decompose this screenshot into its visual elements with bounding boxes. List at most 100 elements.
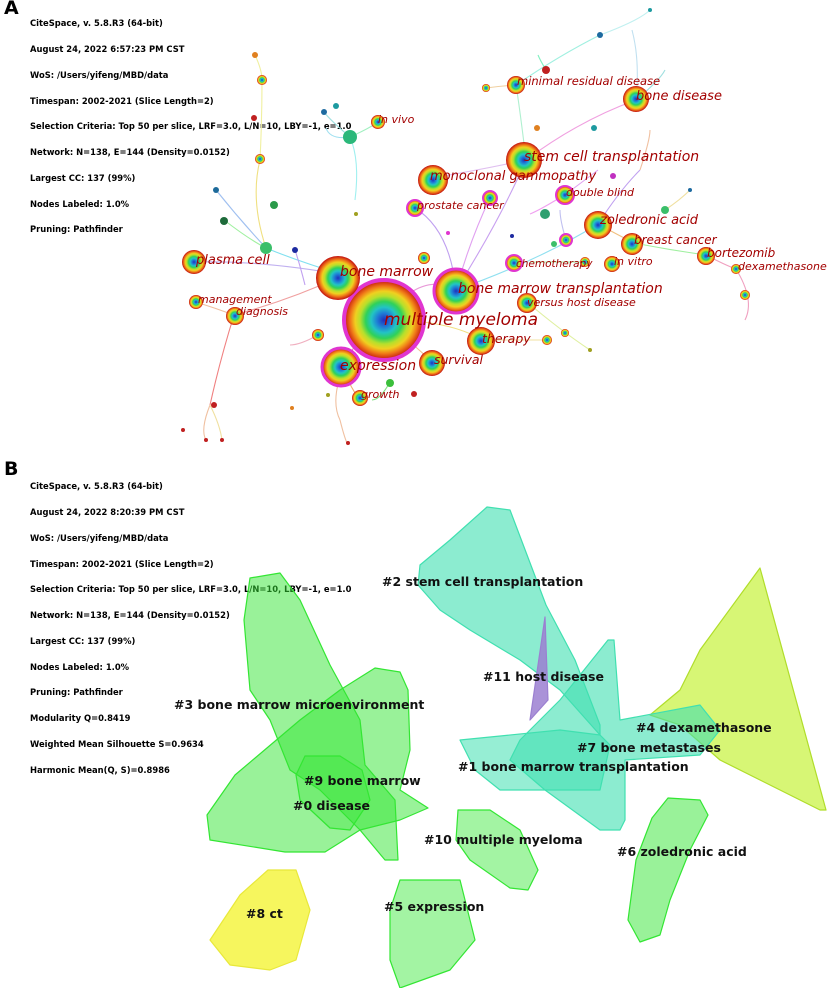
- node-small: [255, 154, 265, 164]
- node-versus-host-disease: [517, 293, 537, 313]
- node-small: [204, 438, 208, 442]
- node-small: [510, 234, 514, 238]
- node-small: [260, 242, 272, 254]
- node-therapy: [467, 327, 495, 355]
- label-survival: survival: [434, 352, 484, 367]
- node-small: [591, 125, 597, 131]
- info-line: August 24, 2022 8:20:39 PM CST: [30, 506, 185, 517]
- hull-cluster-9: [295, 755, 371, 831]
- node-labels: multiple myeloma bone marrow transplanta…: [195, 74, 827, 401]
- info-line: Network: N=138, E=144 (Density=0.0152): [30, 147, 230, 158]
- node-minimal-residual-disease: [507, 76, 525, 94]
- node-bortezomib: [697, 247, 715, 265]
- label-cluster-8: #8 ct: [246, 906, 283, 921]
- panel-b-letter: B: [4, 458, 19, 480]
- node-small: [482, 190, 498, 206]
- node-stem-cell-transplantation: [506, 142, 542, 178]
- node-plasma-cell: [182, 250, 206, 274]
- info-line: Timespan: 2002-2021 (Slice Length=2): [30, 558, 214, 569]
- node-expression: [320, 346, 362, 388]
- node-small: [580, 257, 590, 267]
- label-minimal-residual-disease: minimal residual disease: [517, 74, 660, 88]
- label-growth: growth: [361, 388, 400, 401]
- node-small: [270, 201, 278, 209]
- hull-cluster-1: [459, 729, 611, 791]
- label-diagnosis: diagnosis: [236, 305, 288, 318]
- label-cluster-3: #3 bone marrow microenvironment: [174, 697, 424, 712]
- node-small: [540, 209, 550, 219]
- hull-cluster-8: [209, 869, 311, 971]
- info-line: Nodes Labeled: 1.0%: [30, 661, 130, 672]
- label-cluster-6: #6 zoledronic acid: [617, 844, 747, 859]
- info-line: Nodes Labeled: 1.0%: [30, 198, 130, 209]
- node-small: [661, 206, 669, 214]
- panel-b-info: CiteSpace, v. 5.8.R3 (64-bit) August 24,…: [30, 465, 351, 792]
- node-monoclonal-gammopathy: [418, 165, 448, 195]
- node-small: [559, 233, 573, 247]
- label-dexamethasone: dexamethasone: [738, 260, 827, 273]
- label-cluster-0: #0 disease: [293, 798, 370, 813]
- node-chemotherapy: [505, 254, 523, 272]
- label-chemotherapy: chemotherapy: [516, 258, 593, 270]
- info-line: Largest CC: 137 (99%): [30, 635, 136, 646]
- label-therapy: therapy: [482, 331, 531, 346]
- node-double-blind: [555, 185, 575, 205]
- label-expression: expression: [340, 358, 416, 374]
- node-small: [542, 66, 550, 74]
- node-multiple-myeloma: [342, 278, 426, 362]
- info-line: Modularity Q=0.8419: [30, 713, 131, 724]
- node-small: [312, 329, 324, 341]
- node-zoledronic-acid: [584, 211, 612, 239]
- label-bone-disease: bone disease: [636, 89, 722, 104]
- node-small: [181, 428, 185, 432]
- label-stem-cell-transplantation: stem cell transplantation: [524, 149, 699, 165]
- node-bone-marrow-transplantation: [432, 267, 480, 315]
- node-bone-disease: [623, 86, 649, 112]
- info-line: WoS: /Users/yifeng/MBD/data: [30, 69, 169, 80]
- cluster-map: #2 stem cell transplantation #11 host di…: [174, 506, 827, 988]
- node-small: [251, 115, 257, 121]
- node-small: [252, 52, 258, 58]
- hull-cluster-6: [627, 797, 709, 943]
- node-small: [482, 84, 490, 92]
- label-breast-cancer: breast cancer: [634, 233, 718, 247]
- node-breast-cancer: [621, 233, 643, 255]
- label-cluster-4: #4 dexamethasone: [636, 720, 772, 735]
- node-small: [292, 247, 298, 253]
- info-line: CiteSpace, v. 5.8.R3 (64-bit): [30, 481, 163, 492]
- node-small: [740, 290, 750, 300]
- node-small: [211, 402, 217, 408]
- node-small: [534, 125, 540, 131]
- label-in-vivo: in vivo: [378, 113, 415, 126]
- node-small: [213, 187, 219, 193]
- info-line: Harmonic Mean(Q, S)=0.8986: [30, 764, 170, 775]
- node-small: [220, 438, 224, 442]
- hull-cluster-0: [206, 667, 429, 853]
- hull-cluster-11: [529, 616, 549, 721]
- node-small: [542, 335, 552, 345]
- hull-cluster-10: [455, 809, 539, 891]
- node-small: [411, 391, 417, 397]
- info-line: Weighted Mean Silhouette S=0.9634: [30, 739, 204, 749]
- node-small: [551, 241, 557, 247]
- label-prostate-cancer: prostate cancer: [416, 199, 505, 212]
- node-survival: [419, 350, 445, 376]
- node-small: [386, 379, 394, 387]
- node-in-vivo: [371, 115, 385, 129]
- node-small: [610, 173, 616, 179]
- info-line: August 24, 2022 6:57:23 PM CST: [30, 43, 185, 54]
- node-growth: [352, 390, 368, 406]
- node-dexamethasone: [731, 264, 741, 274]
- node-small: [597, 32, 603, 38]
- label-bone-marrow: bone marrow: [340, 264, 434, 280]
- node-small: [290, 406, 294, 410]
- label-management: management: [198, 293, 272, 306]
- label-versus-host-disease: versus host disease: [527, 296, 636, 309]
- label-cluster-5: #5 expression: [384, 899, 484, 914]
- info-line: CiteSpace, v. 5.8.R3 (64-bit): [30, 18, 163, 29]
- node-small: [561, 329, 569, 337]
- label-double-blind: double blind: [566, 186, 635, 199]
- label-monoclonal-gammopathy: monoclonal gammopathy: [430, 169, 597, 184]
- info-line: Largest CC: 137 (99%): [30, 172, 136, 183]
- label-bone-marrow-transplantation: bone marrow transplantation: [458, 281, 663, 297]
